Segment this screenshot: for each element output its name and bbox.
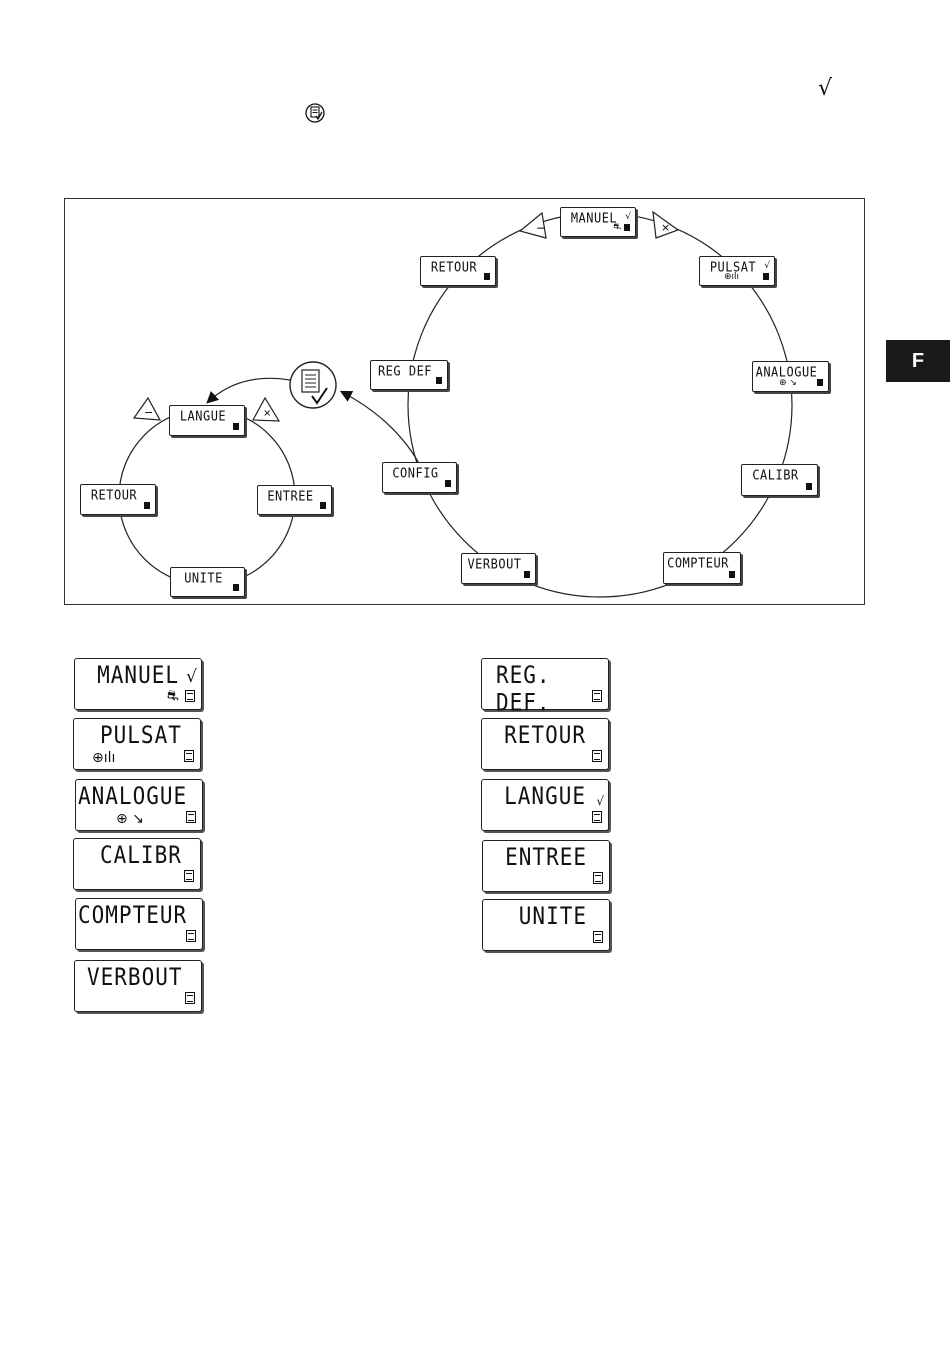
lcd-label: VERBOUT xyxy=(462,556,527,571)
analog-icon: ⊕ ↘ xyxy=(779,378,797,388)
display-label: LANGUE xyxy=(484,782,586,810)
lcd-label: REG DEF xyxy=(371,363,439,378)
menu-to-langue-arrow xyxy=(208,378,290,402)
menu-icon xyxy=(592,811,602,823)
menu-square-icon xyxy=(436,377,442,384)
display-calibr: CALIBR xyxy=(73,838,201,890)
menu-square-icon xyxy=(524,571,530,578)
display-label: MANUEL xyxy=(77,661,179,689)
lcd-analogue: ANALOGUE ⊕ ↘ xyxy=(752,361,829,392)
lcd-label: UNITE xyxy=(171,570,236,585)
display-label: ENTREE xyxy=(485,843,587,871)
display-label: COMPTEUR xyxy=(78,901,180,929)
lcd-manuel: MANUEL √ ⛐ xyxy=(560,207,636,237)
lcd-verbout: VERBOUT xyxy=(461,553,536,584)
display-label: RETOUR xyxy=(484,721,586,749)
lcd-label: LANGUE xyxy=(170,408,236,423)
menu-icon xyxy=(593,872,603,884)
lcd-unite: UNITE xyxy=(170,567,245,597)
menu-icon xyxy=(186,811,196,823)
display-regdef: REG. DEF. xyxy=(481,658,609,710)
menu-square-icon xyxy=(729,571,735,578)
display-label: PULSAT xyxy=(100,721,178,749)
menu-square-icon xyxy=(233,423,239,430)
lcd-compteur: COMPTEUR xyxy=(663,552,741,584)
lcd-langue: LANGUE xyxy=(169,405,245,436)
menu-square-icon xyxy=(484,273,490,280)
menu-square-icon xyxy=(806,483,812,490)
menu-square-icon xyxy=(445,480,451,487)
menu-icon xyxy=(185,992,195,1004)
minus-sign: − xyxy=(144,406,153,419)
display-analogue: ANALOGUE ⊕ ↘ xyxy=(75,779,203,831)
analog-icon: ⊕ ↘ xyxy=(116,811,144,827)
lcd-retour: RETOUR xyxy=(420,256,496,286)
display-label: UNITE xyxy=(485,902,587,930)
plus-sign: × xyxy=(263,408,271,419)
lcd-calibr: CALIBR xyxy=(741,464,818,496)
menu-square-icon xyxy=(144,502,150,509)
menu-icon xyxy=(184,750,194,762)
lcd-regdef: REG DEF xyxy=(370,360,448,390)
display-manuel: MANUEL √ ⛐ xyxy=(74,658,202,710)
display-langue: LANGUE √ xyxy=(481,779,609,831)
check-icon: √ xyxy=(596,794,604,808)
display-verbout: VERBOUT xyxy=(74,960,202,1012)
lcd-entree: ENTREE xyxy=(257,485,332,515)
manual-icon: ⛐ xyxy=(167,688,179,706)
check-icon: √ xyxy=(186,667,197,687)
menu-square-icon xyxy=(233,584,239,591)
menu-icon xyxy=(184,870,194,882)
menu-icon xyxy=(592,690,602,702)
lcd-retour-config: RETOUR xyxy=(80,484,156,515)
menu-icon xyxy=(186,930,196,942)
display-retour: RETOUR xyxy=(481,718,609,770)
pulse-icon: ⊕ılı xyxy=(724,272,739,282)
menu-icon xyxy=(593,931,603,943)
check-icon: √ xyxy=(764,261,770,271)
lcd-pulsat: PULSAT √ ⊕ılı xyxy=(699,256,775,286)
menu-square-icon xyxy=(320,502,326,509)
pulse-icon: ⊕ılı xyxy=(92,750,115,766)
lcd-label: CALIBR xyxy=(742,467,809,482)
lcd-label: ENTREE xyxy=(258,488,323,503)
menu-square-icon xyxy=(817,379,823,386)
display-entree: ENTREE xyxy=(482,840,610,892)
lcd-label: CONFIG xyxy=(383,465,448,480)
menu-icon xyxy=(185,690,195,702)
lcd-label: RETOUR xyxy=(421,259,487,274)
display-pulsat: PULSAT ⊕ılı xyxy=(73,718,201,770)
lcd-label: RETOUR xyxy=(81,487,147,502)
display-label: CALIBR xyxy=(100,841,178,869)
lcd-config: CONFIG xyxy=(382,462,457,493)
display-compteur: COMPTEUR xyxy=(75,898,203,950)
display-label: ANALOGUE xyxy=(78,782,180,810)
menu-square-icon xyxy=(763,273,769,280)
lcd-label: COMPTEUR xyxy=(664,555,732,570)
check-icon: √ xyxy=(625,212,631,222)
display-label: VERBOUT xyxy=(87,963,179,991)
manual-icon: ⛐ xyxy=(613,222,621,233)
minus-sign: − xyxy=(536,221,546,235)
menu-square-icon xyxy=(624,224,630,231)
display-label: REG. DEF. xyxy=(496,661,586,716)
plus-sign: × xyxy=(661,221,670,234)
menu-icon xyxy=(592,750,602,762)
menu-check-icon xyxy=(290,362,336,408)
display-unite: UNITE xyxy=(482,899,610,951)
